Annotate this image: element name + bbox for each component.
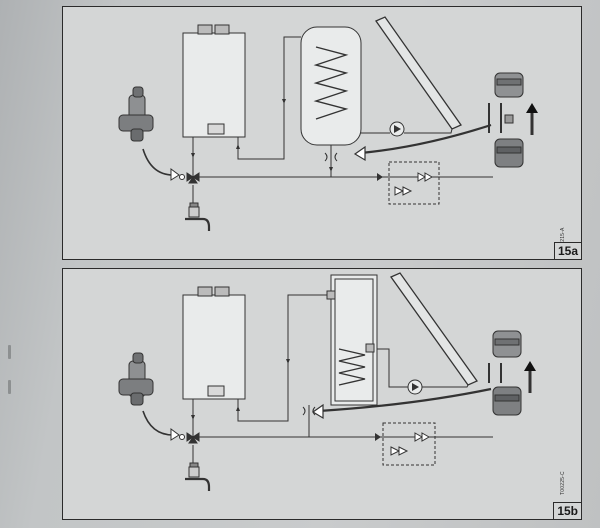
figure-number-label: 15b xyxy=(553,502,582,520)
thermostatic-mixing-valve-detail xyxy=(118,86,154,142)
figure-15a-schematic xyxy=(118,16,538,231)
tank-heating-coil xyxy=(338,348,366,386)
tank-heating-coil xyxy=(313,46,349,120)
boiler-control-panel xyxy=(207,123,225,135)
figure-reference-code: T00225-C xyxy=(560,471,566,495)
hot-water-tank xyxy=(300,26,362,146)
boiler-unit xyxy=(182,32,246,138)
boiler-unit xyxy=(182,294,246,400)
hot-water-tank xyxy=(330,274,378,406)
thermostatic-mixing-valve-detail xyxy=(118,352,154,406)
union-fitting-detail xyxy=(494,72,524,168)
figure-15b-panel: T00225-C 15b xyxy=(62,268,582,520)
union-fitting-detail xyxy=(492,330,522,416)
binding-hole xyxy=(8,380,11,394)
safety-group-box xyxy=(388,161,440,205)
safety-group-box xyxy=(382,422,436,466)
figure-15a-panel: T00215-A 15a xyxy=(62,6,582,260)
boiler-flue-connector xyxy=(214,24,230,35)
boiler-flue-connector xyxy=(214,286,230,297)
binding-hole xyxy=(8,345,11,359)
boiler-flue-connector xyxy=(197,24,213,35)
boiler-flue-connector xyxy=(197,286,213,297)
hot-water-tap xyxy=(188,466,200,478)
solar-collector xyxy=(390,272,478,386)
solar-collector xyxy=(375,16,462,130)
figure-15b-schematic xyxy=(118,272,536,491)
flow-direction-arrow xyxy=(524,361,536,371)
figure-number-label: 15a xyxy=(553,242,582,260)
boiler-control-panel xyxy=(207,385,225,397)
hot-water-tap xyxy=(188,206,200,218)
flow-direction-arrow xyxy=(526,103,538,113)
